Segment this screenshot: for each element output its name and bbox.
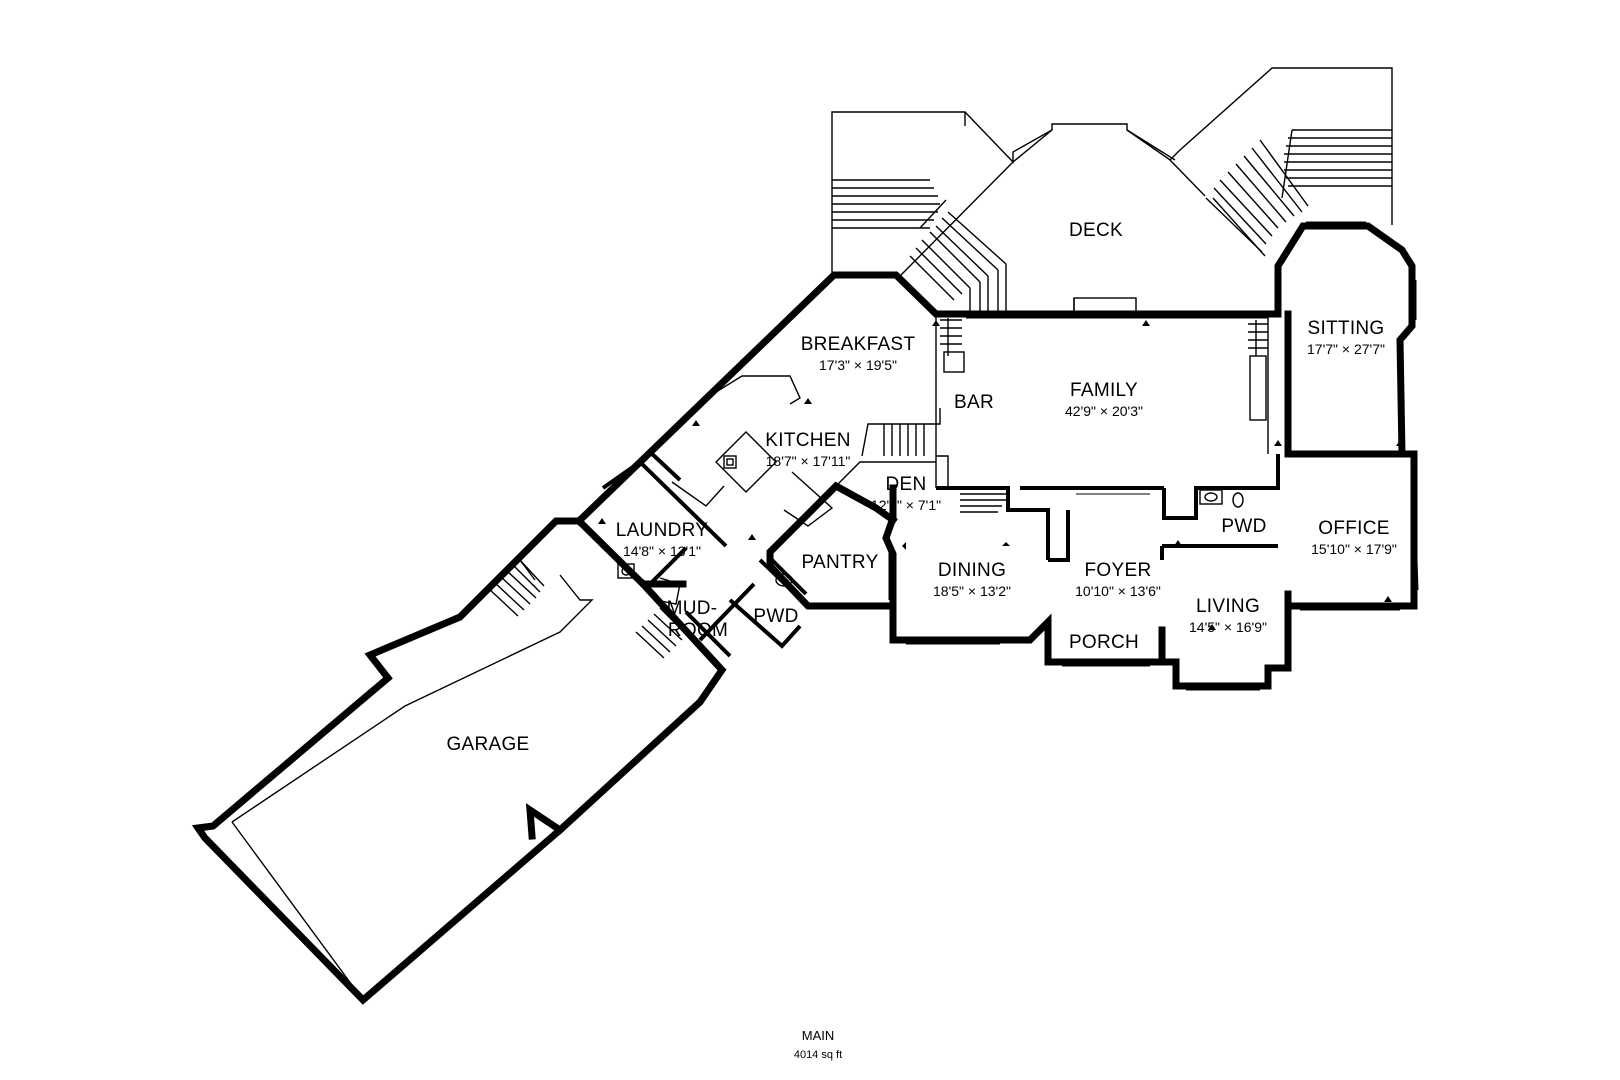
- den-dims: 12'5" × 7'1": [871, 497, 941, 513]
- pantry-label: PANTRY: [801, 552, 878, 573]
- pwd-foyer-label: PWD: [1221, 516, 1266, 537]
- sitting-dims: 17'7" × 27'7": [1307, 341, 1385, 357]
- deck-label: DECK: [1069, 220, 1123, 241]
- deck-stairs-right: [1281, 129, 1392, 199]
- living-dims: 14'5" × 16'9": [1189, 619, 1267, 635]
- laundry-label: LAUNDRY: [616, 520, 709, 541]
- kitchen-label: KITCHEN: [765, 430, 851, 451]
- laundry-fixtures: [617, 563, 681, 605]
- exterior-walls: [574, 222, 1418, 690]
- deck-outline: [831, 67, 1393, 313]
- windows: [888, 221, 1419, 691]
- pwd-fixtures: [775, 489, 1244, 587]
- den-stairs: [861, 318, 1268, 513]
- mudroom-stairs: [635, 607, 687, 659]
- family-label: FAMILY: [1070, 380, 1138, 401]
- deck-stairs-right-diagonal: [1205, 139, 1309, 253]
- family-dims: 42'9" × 20'3": [1065, 403, 1143, 419]
- breakfast-dims: 17'3" × 19'5": [819, 357, 897, 373]
- garage-stairs: [487, 557, 545, 617]
- deck-stairs-left: [832, 179, 947, 229]
- floor-name: MAIN: [802, 1028, 835, 1043]
- foyer-label: FOYER: [1085, 560, 1152, 581]
- dining-dims: 18'5" × 13'2": [933, 583, 1011, 599]
- breakfast-label: BREAKFAST: [801, 334, 916, 355]
- laundry-dims: 14'8" × 13'1": [623, 543, 701, 559]
- mudroom-label-line2: ROOM: [668, 620, 728, 641]
- kitchen-fixtures: [671, 375, 834, 527]
- floor-area: 4014 sq ft: [794, 1049, 842, 1061]
- living-label: LIVING: [1196, 596, 1260, 617]
- office-dims: 15'10" × 17'9": [1311, 541, 1397, 557]
- kitchen-dims: 18'7" × 17'11": [766, 453, 851, 469]
- deck-stairs-left-diagonal: [909, 211, 1007, 316]
- mudroom-label-line1: MUD-: [667, 598, 718, 619]
- garage-walls: [191, 517, 727, 1005]
- den-label: DEN: [885, 474, 926, 495]
- pwd-main-label: PWD: [753, 606, 798, 627]
- office-label: OFFICE: [1318, 518, 1389, 539]
- wall-markers: [598, 320, 1404, 630]
- dining-label: DINING: [938, 560, 1006, 581]
- porch-label: PORCH: [1069, 632, 1139, 653]
- foyer-dims: 10'10" × 13'6": [1075, 583, 1161, 599]
- garage-label: GARAGE: [446, 734, 529, 755]
- sitting-label: SITTING: [1307, 318, 1384, 339]
- bar-label: BAR: [954, 392, 994, 413]
